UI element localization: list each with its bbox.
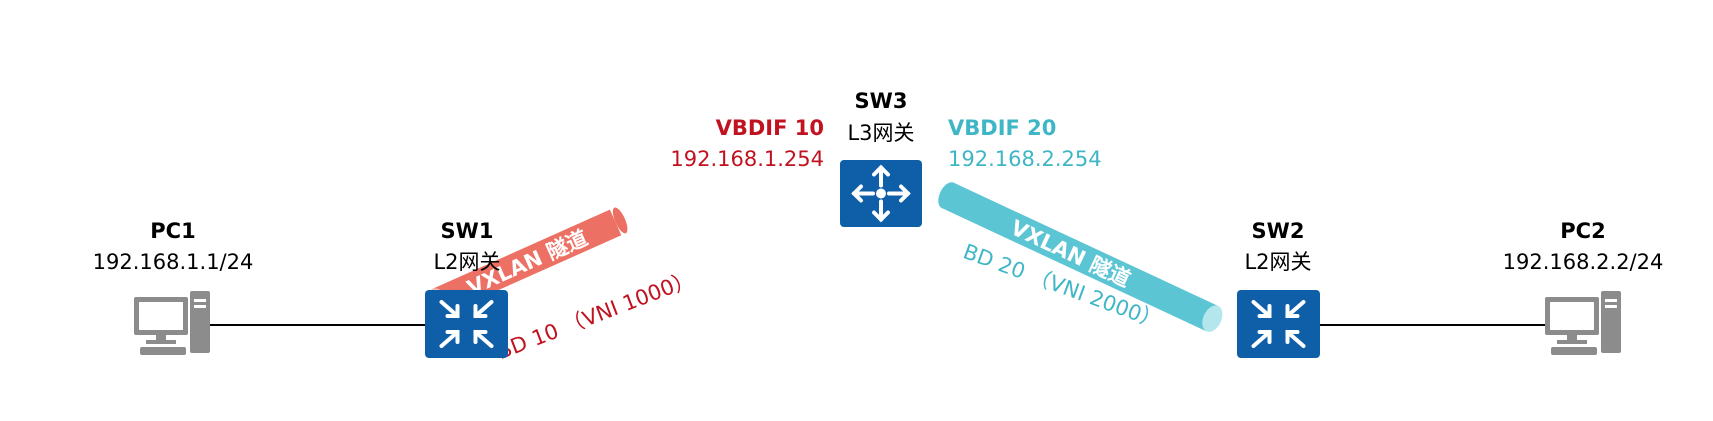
vbdif10-name: VBDIF 10 [716, 116, 824, 140]
l2-switch-icon [425, 290, 508, 358]
sw1-role: L2网关 [433, 250, 500, 274]
vbdif10-block: VBDIF 10 192.168.1.254 [670, 116, 824, 171]
sw1-name: SW1 [441, 219, 494, 243]
sw3-name: SW3 [855, 89, 908, 113]
pc1-name: PC1 [150, 219, 195, 243]
pc2-node: PC2 192.168.2.2/24 [1503, 219, 1664, 355]
pc2-ip: 192.168.2.2/24 [1503, 250, 1664, 274]
l2-switch-icon [1237, 290, 1320, 358]
l3-switch-icon [840, 160, 922, 227]
sw2-node: SW2 L2网关 [1237, 219, 1320, 358]
pc2-name: PC2 [1560, 219, 1605, 243]
sw1-node: SW1 L2网关 [425, 219, 508, 358]
sw3-node: SW3 L3网关 [840, 89, 922, 227]
pc-icon [134, 291, 210, 355]
tunnel-left-bd: BD 10 （VNI 1000） [494, 267, 698, 364]
vbdif10-ip: 192.168.1.254 [670, 147, 824, 171]
sw2-name: SW2 [1252, 219, 1305, 243]
sw3-role: L3网关 [847, 121, 914, 145]
vbdif20-ip: 192.168.2.254 [948, 147, 1102, 171]
pc1-node: PC1 192.168.1.1/24 [93, 219, 254, 355]
pc1-ip: 192.168.1.1/24 [93, 250, 254, 274]
sw2-role: L2网关 [1244, 250, 1311, 274]
pc-icon [1545, 291, 1621, 355]
vbdif20-name: VBDIF 20 [948, 116, 1056, 140]
vbdif20-block: VBDIF 20 192.168.2.254 [948, 116, 1102, 171]
